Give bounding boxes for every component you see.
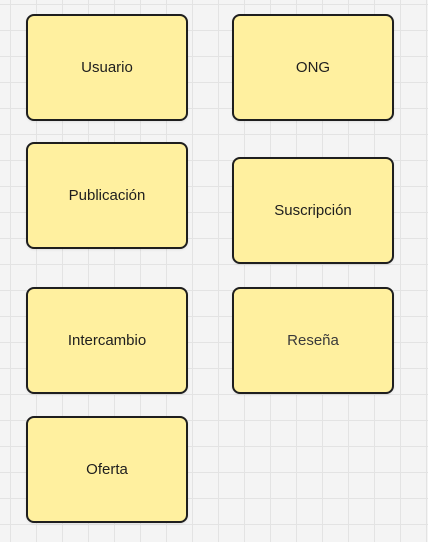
sticky-note-oferta[interactable]: Oferta (26, 416, 188, 523)
sticky-note-intercambio[interactable]: Intercambio (26, 287, 188, 394)
sticky-note-ong[interactable]: ONG (232, 14, 394, 121)
sticky-note-label: Reseña (287, 332, 339, 349)
sticky-note-label: Oferta (86, 461, 128, 478)
sticky-note-suscripcion[interactable]: Suscripción (232, 157, 394, 264)
sticky-note-resena[interactable]: Reseña (232, 287, 394, 394)
sticky-note-usuario[interactable]: Usuario (26, 14, 188, 121)
sticky-note-label: Suscripción (274, 202, 352, 219)
sticky-note-label: Usuario (81, 59, 133, 76)
sticky-note-label: ONG (295, 59, 331, 76)
sticky-note-publicacion[interactable]: Publicación (26, 142, 188, 249)
sticky-note-label: Intercambio (67, 332, 147, 349)
sticky-note-label: Publicación (68, 187, 146, 204)
